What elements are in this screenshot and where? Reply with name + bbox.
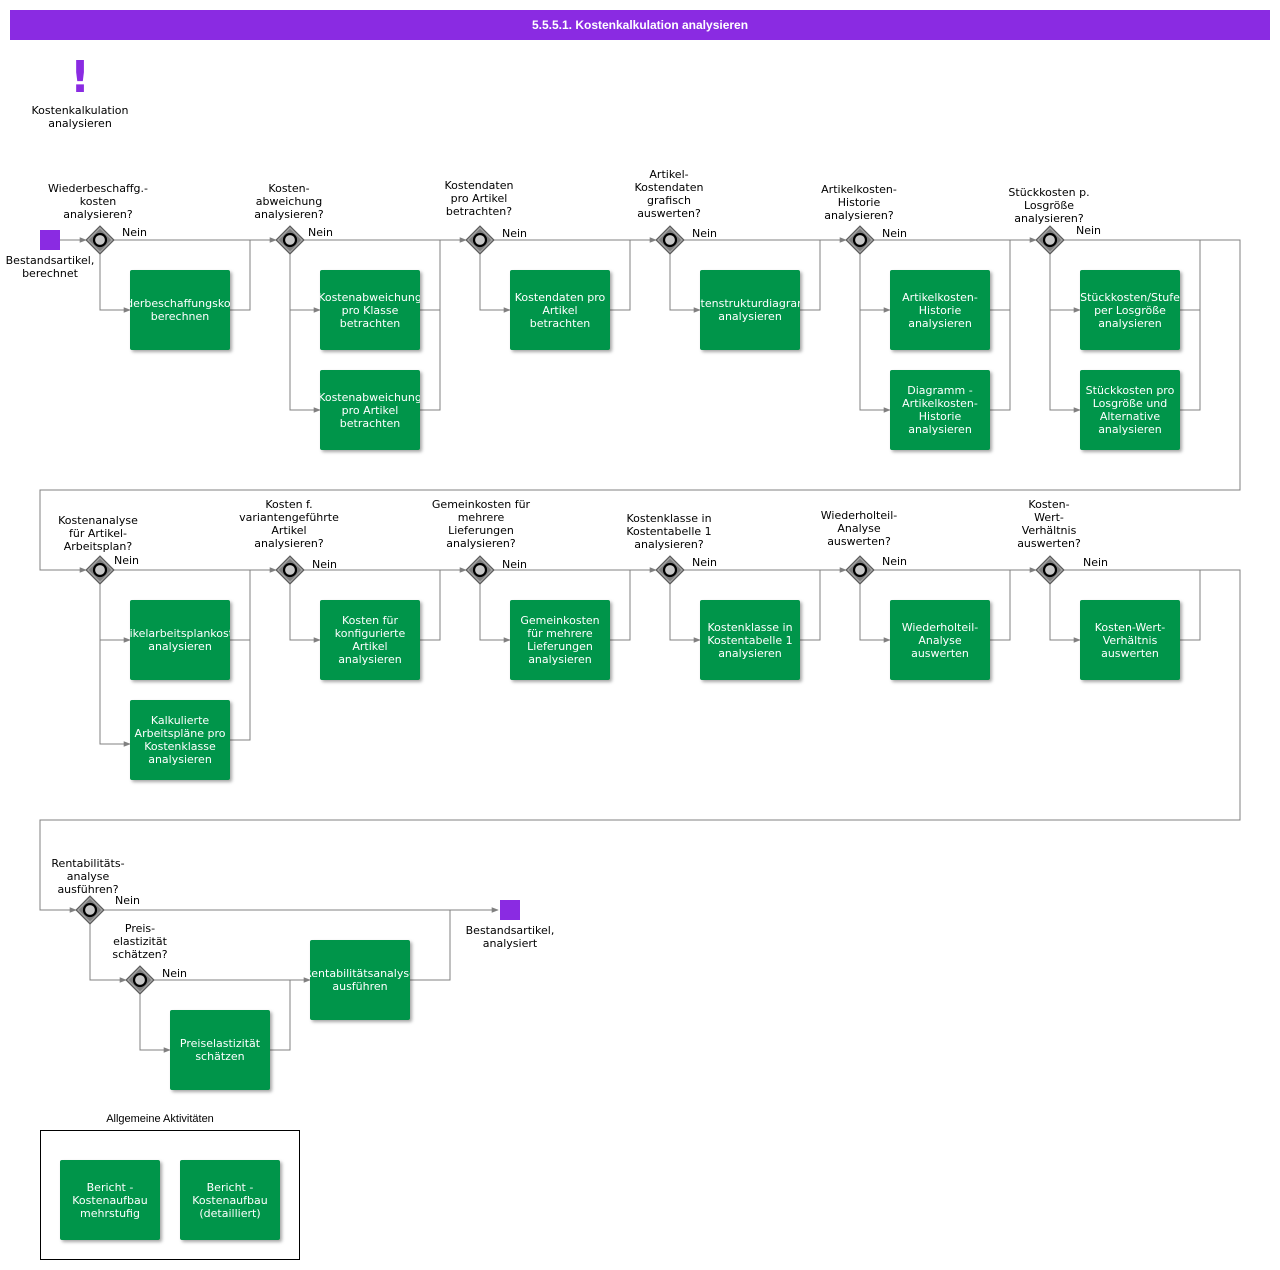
legend-activity[interactable]: Bericht - Kostenaufbau mehrstufig (60, 1160, 160, 1240)
activity-box[interactable]: Kostendaten pro Artikel betrachten (510, 270, 610, 350)
gateway-question: Kosten- abweichung analysieren? (254, 182, 324, 221)
gateway-diamond[interactable] (655, 225, 685, 255)
activity-box[interactable]: Preiselastizität schätzen (170, 1010, 270, 1090)
no-label: Nein (882, 227, 908, 240)
no-label: Nein (1083, 556, 1109, 569)
gateway-diamond[interactable] (1035, 555, 1065, 585)
no-label: Nein (162, 967, 188, 980)
no-label: Nein (1076, 224, 1102, 237)
legend-title: Allgemeine Aktivitäten (106, 1113, 214, 1125)
activity-box[interactable]: Kostenabweichung pro Klasse betrachten (320, 270, 420, 350)
no-label: Nein (882, 555, 908, 568)
activity-box[interactable]: Kosten für konfigurierte Artikel analysi… (320, 600, 420, 680)
gateway-question: Artikelkosten- Historie analysieren? (821, 183, 897, 222)
legend-box (40, 1130, 300, 1260)
start-event[interactable] (40, 230, 60, 250)
gateway-question: Kostenanalyse für Artikel- Arbeitsplan? (58, 514, 138, 553)
gateway-diamond[interactable] (275, 225, 305, 255)
activity-box[interactable]: Wiederholteil- Analyse auswerten (890, 600, 990, 680)
no-label: Nein (502, 227, 528, 240)
activity-box[interactable]: Artikelarbeitsplankosten analysieren (130, 600, 230, 680)
no-label: Nein (308, 226, 334, 239)
activity-box[interactable]: Artikelkosten- Historie analysieren (890, 270, 990, 350)
gateway-question: Stückkosten p. Losgröße analysieren? (1008, 186, 1090, 225)
end-event[interactable] (500, 900, 520, 920)
gateway-question: Artikel- Kostendaten grafisch auswerten? (634, 168, 704, 220)
activity-box[interactable]: Stückkosten/Stufe per Losgröße analysier… (1080, 270, 1180, 350)
activity-box[interactable]: Kostenabweichung pro Artikel betrachten (320, 370, 420, 450)
gateway-question: Kosten- Wert- Verhältnis auswerten? (1017, 498, 1081, 550)
no-label: Nein (122, 226, 148, 239)
no-label: Nein (692, 227, 718, 240)
no-label: Nein (114, 554, 140, 567)
activity-box[interactable]: Gemeinkosten für mehrere Lieferungen ana… (510, 600, 610, 680)
no-label: Nein (502, 558, 528, 571)
activity-box[interactable]: Diagramm - Artikelkosten- Historie analy… (890, 370, 990, 450)
activity-box[interactable]: Kosten-Wert- Verhältnis auswerten (1080, 600, 1180, 680)
no-label: Nein (312, 558, 338, 571)
activity-box[interactable]: Kostenklasse in Kostentabelle 1 analysie… (700, 600, 800, 680)
gateway-question: Gemeinkosten für mehrere Lieferungen ana… (431, 498, 531, 550)
legend-activity[interactable]: Bericht - Kostenaufbau (detailliert) (180, 1160, 280, 1240)
gateway-question: Wiederholteil- Analyse auswerten? (820, 509, 898, 548)
activity-box[interactable]: Stückkosten pro Losgröße und Alternative… (1080, 370, 1180, 450)
gateway-question: Kostenklasse in Kostentabelle 1 analysie… (626, 512, 712, 551)
gateway-diamond[interactable] (85, 225, 115, 255)
activity-box[interactable]: Wiederbeschaffungskosten berechnen (130, 270, 230, 350)
gateway-diamond[interactable] (845, 225, 875, 255)
gateway-question: Kostendaten pro Artikel betrachten? (444, 179, 514, 218)
gateway-diamond[interactable] (125, 965, 155, 995)
gateway-diamond[interactable] (75, 895, 105, 925)
gateway-diamond[interactable] (275, 555, 305, 585)
start-event-label: Bestandsartikel, berechnet (5, 254, 95, 280)
gateway-question: Rentabilitäts- analyse ausführen? (51, 857, 125, 896)
no-label: Nein (115, 894, 141, 907)
gateway-diamond[interactable] (655, 555, 685, 585)
gateway-question: Kosten f. variantengeführte Artikel anal… (239, 498, 339, 550)
activity-box[interactable]: Rentabilitätsanalyse ausführen (310, 940, 410, 1020)
exclamation-icon: ! (69, 52, 91, 103)
gateway-diamond[interactable] (845, 555, 875, 585)
activity-box[interactable]: Kostenstrukturdiagramm analysieren (700, 270, 800, 350)
gateway-question: Wiederbeschaffg.- kosten analysieren? (48, 182, 148, 221)
gateway-diamond[interactable] (465, 225, 495, 255)
diagram-title: 5.5.5.1. Kostenkalkulation analysieren (10, 10, 1270, 40)
gateway-diamond[interactable] (85, 555, 115, 585)
process-label: Kostenkalkulation analysieren (31, 104, 129, 130)
end-event-label: Bestandsartikel, analysiert (465, 924, 555, 950)
no-label: Nein (692, 556, 718, 569)
activity-box[interactable]: Kalkulierte Arbeitspläne pro Kostenklass… (130, 700, 230, 780)
gateway-diamond[interactable] (465, 555, 495, 585)
gateway-question: Preis- elastizität schätzen? (112, 922, 168, 961)
gateway-diamond[interactable] (1035, 225, 1065, 255)
